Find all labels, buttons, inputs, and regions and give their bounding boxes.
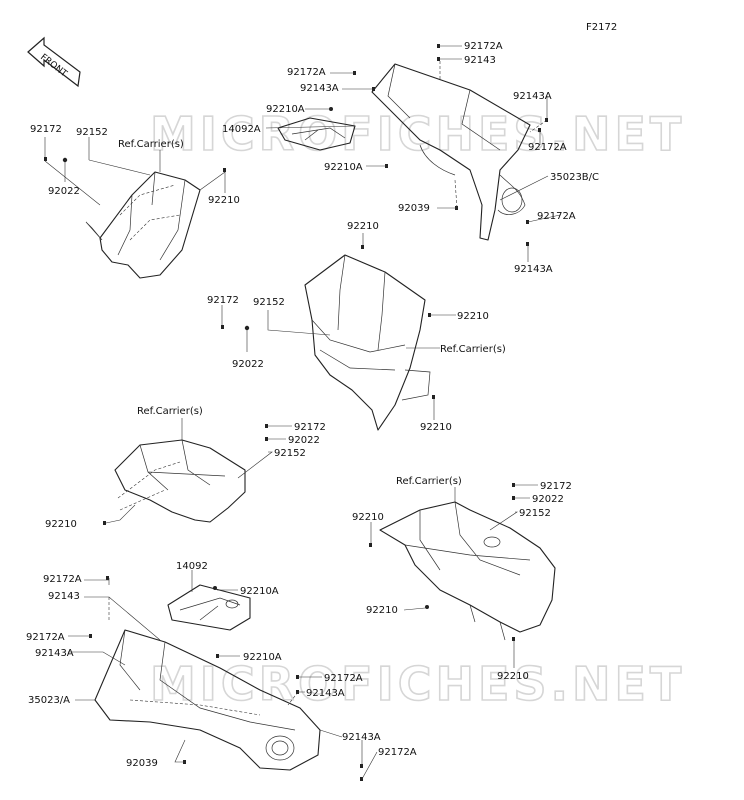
label-92172a-bottom: 92172A — [537, 211, 576, 222]
label-92210a-lower: 92210A — [324, 162, 363, 173]
fasteners-middle-left — [103, 424, 268, 525]
label-92172a-bl-mid: 92172A — [324, 673, 363, 684]
label-92210-mr-left: 92210 — [352, 512, 384, 523]
label-92022-mc: 92022 — [232, 359, 264, 370]
label-92152-tl: 92152 — [76, 127, 108, 138]
label-92210-mr-bottom: 92210 — [366, 605, 398, 616]
label-92022-ml: 92022 — [288, 435, 320, 446]
label-35023bc: 35023B/C — [550, 172, 599, 183]
label-92172a-right: 92172A — [528, 142, 567, 153]
label-92143a-bottom: 92143A — [514, 264, 553, 275]
leader-lines-middle-center — [221, 233, 456, 420]
label-92143a-left: 92143A — [300, 83, 339, 94]
label-92143a-bl-right: 92143A — [342, 732, 381, 743]
rear-fender-left — [94, 629, 321, 771]
label-14092: 14092 — [176, 561, 208, 572]
label-92172-mr: 92172 — [540, 481, 572, 492]
label-92143-top: 92143 — [464, 55, 496, 66]
front-arrow-icon: FRONT — [27, 36, 81, 88]
label-92172-ml: 92172 — [294, 422, 326, 433]
label-ref-carrier-mr: Ref.Carrier(s) — [396, 476, 462, 487]
label-92172-tl: 92172 — [30, 124, 62, 135]
label-ref-carrier-tl: Ref.Carrier(s) — [118, 139, 184, 150]
label-92210-ml: 92210 — [45, 519, 77, 530]
label-92172a-left: 92172A — [287, 67, 326, 78]
rear-fender-cover-right — [277, 117, 356, 151]
fasteners-middle-right — [369, 483, 515, 641]
label-92210-mc-bottom: 92210 — [420, 422, 452, 433]
label-35023a: 35023/A — [28, 695, 70, 706]
leader-lines-top-left — [44, 137, 226, 206]
label-92039-bl: 92039 — [126, 758, 158, 769]
fasteners-top-left — [44, 157, 226, 172]
leader-lines-top-right — [265, 45, 561, 262]
fasteners-middle-center — [221, 245, 435, 399]
rear-fender-cover-left — [167, 584, 251, 631]
label-92210-tl: 92210 — [208, 195, 240, 206]
label-92143a-bl-mid: 92143A — [306, 688, 345, 699]
mud-guard-middle-left — [114, 439, 246, 523]
label-92143-bl: 92143 — [48, 591, 80, 602]
label-92210-mc-right: 92210 — [457, 311, 489, 322]
label-92152-ml: 92152 — [274, 448, 306, 459]
label-92172-mc: 92172 — [207, 295, 239, 306]
label-92022-tl: 92022 — [48, 186, 80, 197]
watermark-top: MICROFICHES.NET — [150, 107, 685, 161]
label-92152-mr: 92152 — [519, 508, 551, 519]
label-92210-mc-top: 92210 — [347, 221, 379, 232]
label-ref-carrier-mc: Ref.Carrier(s) — [440, 344, 506, 355]
label-92039-top: 92039 — [398, 203, 430, 214]
label-92210a-bl-lower: 92210A — [243, 652, 282, 663]
leader-lines-bottom-left — [68, 570, 378, 780]
label-92210a-bl-upper: 92210A — [240, 586, 279, 597]
label-92143a-bl-left: 92143A — [35, 648, 74, 659]
label-92210a-upper: 92210A — [266, 104, 305, 115]
label-14092a: 14092A — [222, 124, 261, 135]
leader-lines-middle-right — [370, 484, 538, 668]
label-92172a-bl-left: 92172A — [26, 632, 65, 643]
label-92022-mr: 92022 — [532, 494, 564, 505]
label-92172a-bl-top: 92172A — [43, 574, 82, 585]
label-92210-mr-lowest: 92210 — [497, 671, 529, 682]
label-92172a-bl-right: 92172A — [378, 747, 417, 758]
leader-lines-middle-left — [105, 418, 292, 524]
rear-fender-right — [371, 63, 531, 241]
label-92172a-top: 92172A — [464, 41, 503, 52]
label-ref-carrier-ml: Ref.Carrier(s) — [137, 406, 203, 417]
mud-guard-top-left — [85, 171, 201, 279]
label-92143a-right: 92143A — [513, 91, 552, 102]
diagram-code: F2172 — [586, 22, 617, 33]
mud-guard-middle-center — [304, 254, 431, 431]
mud-guard-middle-right — [379, 501, 556, 641]
label-92152-mc: 92152 — [253, 297, 285, 308]
watermark-bottom: MICROFICHES.NET — [150, 657, 685, 711]
